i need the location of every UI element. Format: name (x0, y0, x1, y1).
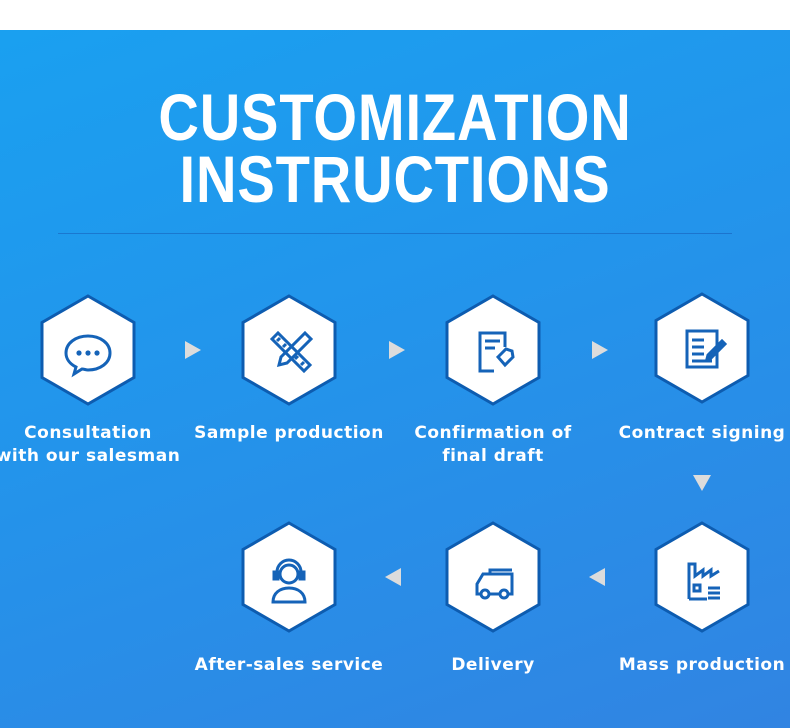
divider (58, 233, 732, 234)
headset-agent-icon (271, 558, 307, 604)
ruler-pencil-icon (269, 330, 314, 374)
step-2-hexagon (239, 293, 339, 407)
step-6-hexagon (443, 520, 543, 634)
contract-pen-icon (685, 329, 728, 369)
step-4-hexagon (652, 291, 752, 405)
step-5-label: Mass production (618, 655, 786, 675)
chat-bubble-icon (64, 334, 112, 378)
document-tag-icon (478, 331, 515, 373)
truck-icon (475, 568, 514, 600)
title-line-2: INSTRUCTIONS (179, 142, 611, 216)
step-7-label: After-sales service (194, 655, 384, 675)
step-3-hexagon (443, 293, 543, 407)
arrow-left-icon (589, 568, 605, 586)
step-1-hexagon (38, 293, 138, 407)
step-7-hexagon (239, 520, 339, 634)
factory-icon (687, 562, 720, 601)
step-5-hexagon (652, 520, 752, 634)
step-1-label: Consultation with our salesman (0, 423, 181, 466)
arrow-right-icon (389, 341, 405, 359)
step-6-label: Delivery (451, 655, 535, 675)
step-3-label: Confirmation of final draft (414, 423, 572, 466)
step-2-label: Sample production (194, 423, 384, 443)
arrow-right-icon (185, 341, 201, 359)
arrow-left-icon (385, 568, 401, 586)
title-line-1: CUSTOMIZATION (158, 80, 632, 154)
step-4-label: Contract signing (618, 423, 786, 443)
arrow-right-icon (592, 341, 608, 359)
arrow-down-icon (693, 475, 711, 491)
